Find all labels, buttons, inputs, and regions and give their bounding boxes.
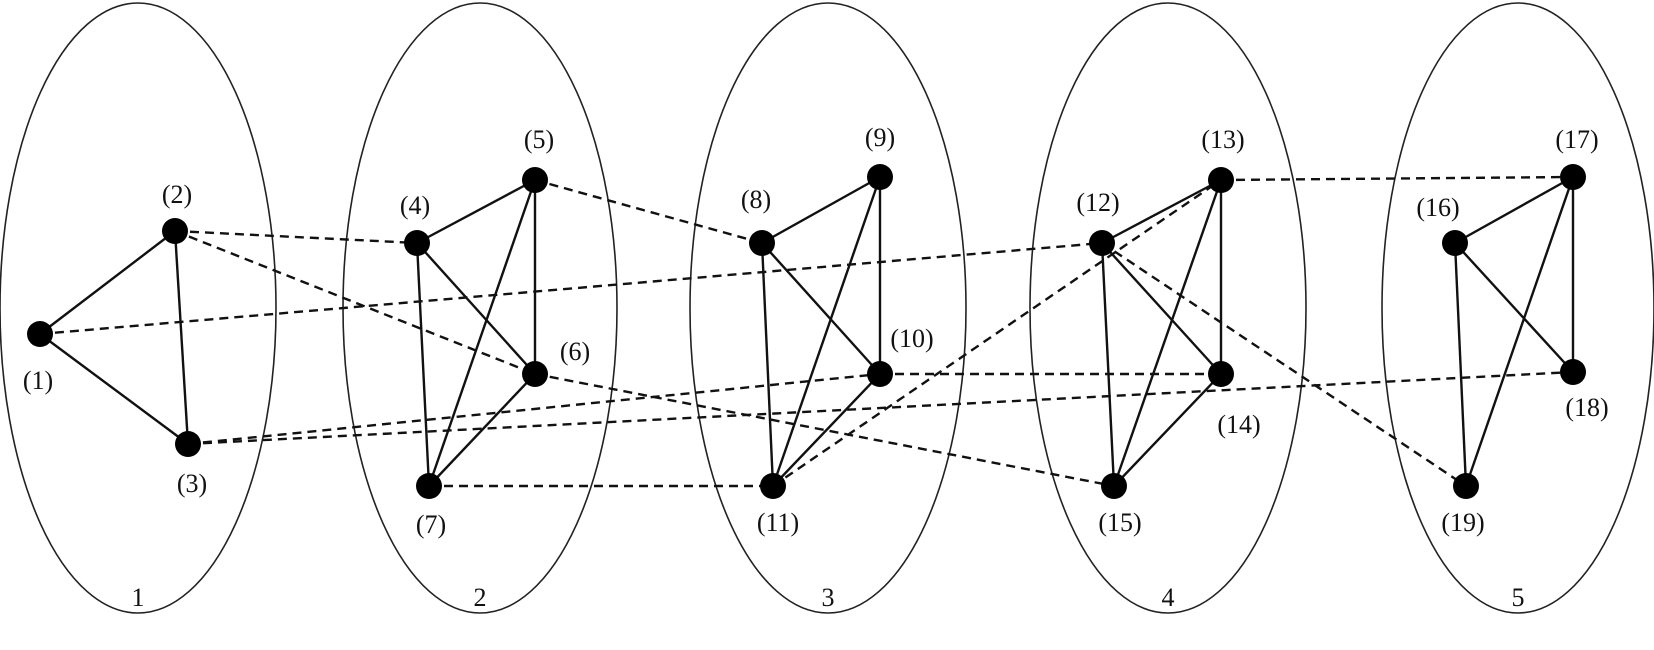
node-label-18: (18) [1565, 393, 1608, 422]
solid-edge-2-3 [173, 230, 190, 445]
node-19 [1453, 473, 1479, 499]
node-label-14: (14) [1217, 410, 1260, 439]
node-label-19: (19) [1441, 508, 1484, 537]
node-label-16: (16) [1416, 193, 1459, 222]
solid-edge-8-10 [761, 242, 881, 375]
solid-edge-16-18 [1454, 242, 1574, 373]
solid-edge-4-7 [415, 242, 431, 487]
dashed-edge-11-13 [772, 179, 1222, 487]
solid-edge-16-19 [1453, 242, 1468, 487]
node-label-15: (15) [1098, 508, 1141, 537]
solid-edge-6-7 [428, 373, 536, 487]
node-13 [1208, 167, 1234, 193]
solid-edge-5-7 [427, 179, 537, 487]
dashed-edge-1-12 [39, 241, 1103, 336]
node-12 [1089, 230, 1115, 256]
node-label-4: (4) [400, 191, 430, 220]
label-layer: 1 2 3 4 5 (1) (2) (3) (4) (5) (6) (7) (8) (9) (10) (11)… [23, 123, 1609, 612]
node-9 [867, 164, 893, 190]
node-label-6: (6) [560, 337, 590, 366]
solid-edge-10-11 [772, 373, 881, 487]
cluster-label-2: 2 [474, 583, 487, 612]
solid-edge-13-15 [1112, 179, 1223, 487]
dashed-edge-2-4 [174, 229, 418, 245]
node-layer [27, 164, 1586, 499]
node-6 [522, 361, 548, 387]
node-8 [749, 230, 775, 256]
solid-edge-12-14 [1101, 242, 1222, 375]
dashed-edge-3-18 [187, 370, 1574, 446]
solid-edge-12-15 [1100, 242, 1116, 487]
solid-edge-12-13 [1101, 178, 1222, 245]
dashed-edge-6-15 [534, 372, 1115, 488]
cluster-label-1: 1 [132, 583, 145, 612]
cluster-layer [0, 2, 1654, 614]
node-label-8: (8) [741, 185, 771, 214]
solid-edge-4-6 [416, 242, 536, 375]
node-18 [1560, 359, 1586, 385]
node-label-10: (10) [890, 324, 933, 353]
node-label-9: (9) [865, 123, 895, 152]
node-16 [1442, 230, 1468, 256]
node-label-11: (11) [757, 508, 799, 537]
node-1 [27, 321, 53, 347]
edge-layer [39, 175, 1575, 488]
solid-edge-17-19 [1464, 176, 1575, 487]
cluster-ellipse-1 [0, 2, 277, 614]
node-label-5: (5) [524, 125, 554, 154]
node-15 [1101, 473, 1127, 499]
solid-edge-4-5 [416, 178, 536, 245]
cluster-label-3: 3 [822, 583, 835, 612]
dashed-edge-2-6 [174, 229, 536, 376]
node-label-2: (2) [162, 180, 192, 209]
node-label-7: (7) [416, 510, 446, 539]
node-label-1: (1) [23, 366, 53, 395]
solid-edge-14-15 [1113, 373, 1222, 487]
dashed-edge-5-8 [534, 178, 763, 245]
node-3 [175, 431, 201, 457]
cluster-label-4: 4 [1162, 583, 1175, 612]
cluster-ellipse-2 [342, 2, 618, 614]
node-label-13: (13) [1201, 125, 1244, 154]
node-2 [162, 218, 188, 244]
solid-edge-16-17 [1454, 175, 1574, 245]
cluster-ellipse-3 [689, 2, 967, 614]
solid-edge-1-3 [39, 333, 189, 445]
cluster-label-5: 5 [1512, 583, 1525, 612]
node-label-12: (12) [1076, 188, 1119, 217]
cluster-ellipse-5 [1381, 2, 1654, 614]
node-label-3: (3) [177, 469, 207, 498]
solid-edge-1-2 [39, 230, 176, 335]
node-17 [1560, 164, 1586, 190]
node-7 [416, 473, 442, 499]
dashed-edge-3-10 [187, 372, 881, 446]
node-4 [404, 230, 430, 256]
node-10 [867, 361, 893, 387]
node-11 [760, 473, 786, 499]
solid-edge-8-9 [761, 175, 881, 245]
cluster-ellipse-4 [1029, 2, 1307, 614]
node-14 [1208, 361, 1234, 387]
dashed-edge-13-17 [1220, 175, 1574, 182]
solid-edge-8-11 [760, 242, 775, 487]
node-5 [522, 167, 548, 193]
solid-edge-9-11 [771, 176, 882, 487]
node-label-17: (17) [1555, 125, 1598, 154]
dashed-edge-12-19 [1101, 242, 1467, 487]
